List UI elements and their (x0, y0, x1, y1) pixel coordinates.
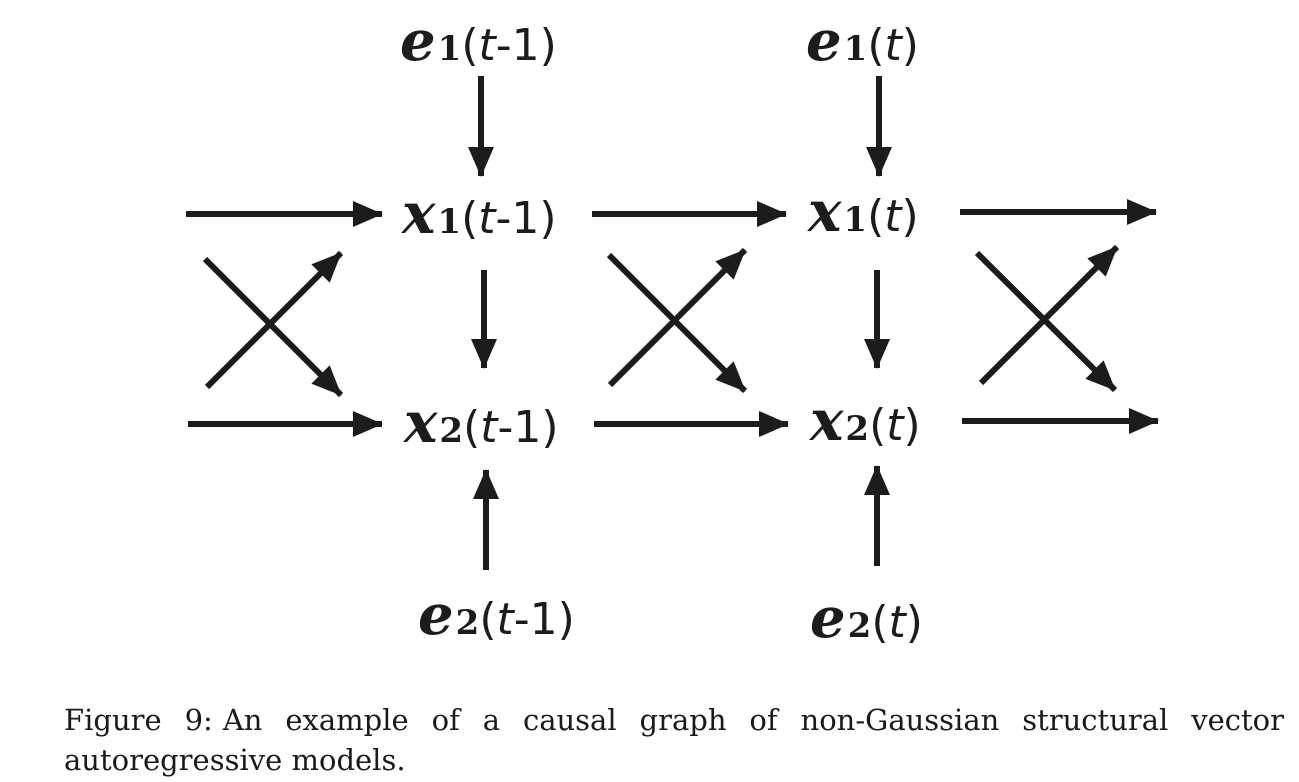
node-argument: (t) (869, 400, 921, 451)
node-e1-t-minus-1: e1(t-1) (400, 13, 557, 69)
node-symbol: x (402, 181, 436, 247)
figure-caption: Figure 9:An example of a causal graph of… (64, 700, 1284, 780)
node-symbol: e (400, 8, 436, 74)
figure-label: Figure 9: (64, 703, 213, 737)
node-argument: (t-1) (479, 594, 575, 645)
node-argument: (t-1) (461, 20, 557, 71)
node-index: 2 (439, 411, 464, 451)
node-argument: (t) (867, 191, 919, 242)
node-index: 1 (437, 29, 462, 69)
node-argument: (t) (867, 20, 919, 71)
node-symbol: x (808, 179, 842, 245)
node-index: 2 (845, 409, 870, 449)
causal-graph-diagram (186, 76, 1159, 570)
node-x1-t-minus-1: x1(t-1) (402, 186, 557, 242)
node-argument: (t-1) (463, 402, 559, 453)
node-symbol: x (810, 388, 844, 454)
node-e1-t: e1(t) (806, 13, 919, 69)
node-index: 1 (843, 200, 868, 240)
node-e2-t-minus-1: e2(t-1) (418, 587, 575, 643)
node-symbol: e (810, 585, 846, 651)
node-x2-t: x2(t) (810, 393, 921, 449)
node-e2-t: e2(t) (810, 590, 923, 646)
node-symbol: x (404, 390, 438, 456)
caption-text: An example of a causal graph of non-Gaus… (64, 703, 1284, 777)
node-index: 2 (455, 603, 480, 643)
node-index: 1 (437, 202, 462, 242)
node-index: 2 (847, 606, 872, 646)
arrow-x2-prev-to-x1-curr (607, 247, 748, 388)
arrow-cross-left-up (204, 250, 344, 390)
node-x2-t-minus-1: x2(t-1) (404, 395, 559, 451)
node-argument: (t-1) (461, 193, 557, 244)
arrow-x1-prev-to-x2-curr (606, 252, 748, 394)
arrow-cross-right-up (978, 244, 1120, 386)
node-symbol: e (806, 8, 842, 74)
node-argument: (t) (871, 597, 923, 648)
node-x1-t: x1(t) (808, 184, 919, 240)
node-index: 1 (843, 29, 868, 69)
node-symbol: e (418, 582, 454, 648)
arrow-cross-left-down (202, 256, 344, 398)
